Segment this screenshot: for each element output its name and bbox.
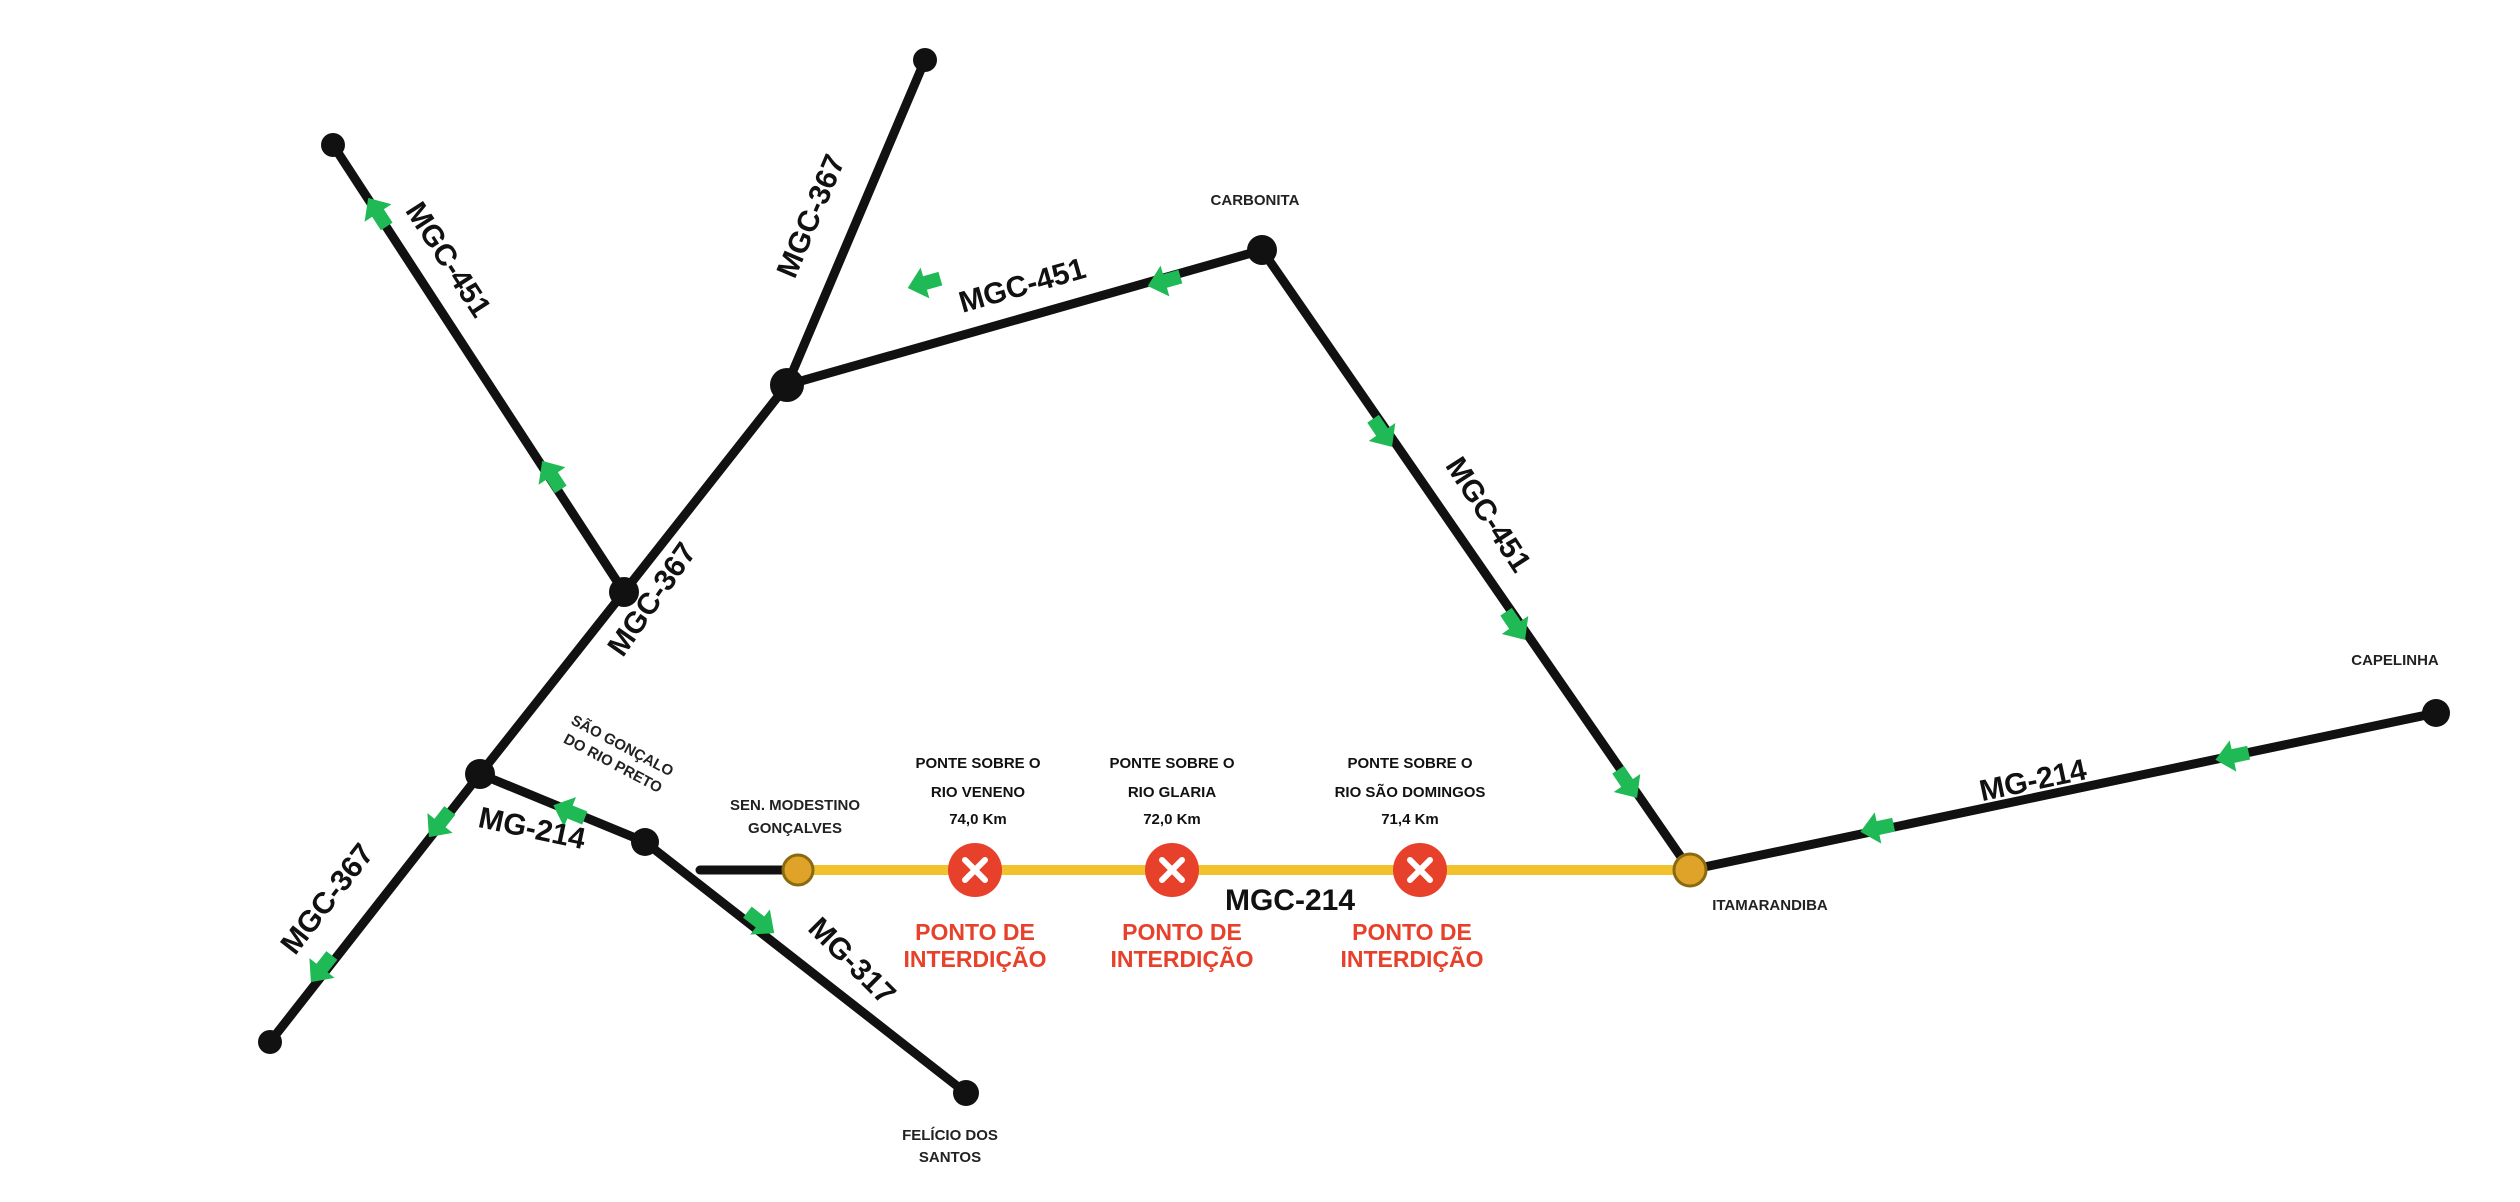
junction bbox=[465, 759, 495, 789]
nodes bbox=[258, 48, 2450, 1106]
closure-label: PONTO DE bbox=[915, 919, 1035, 945]
detour-arrows bbox=[309, 197, 2251, 983]
sen-modestino-node bbox=[781, 853, 815, 887]
bridge-label: 72,0 Km bbox=[1143, 811, 1201, 828]
endpoint bbox=[913, 48, 937, 72]
green-arrow-icon bbox=[1612, 765, 1641, 798]
endpoint bbox=[258, 1030, 282, 1054]
city-labels: CARBONITA CAPELINHA ITAMARANDIBA SÃO GON… bbox=[561, 192, 2439, 1166]
bridge-label: PONTE SOBRE O bbox=[1347, 755, 1472, 772]
bridge-labels: PONTE SOBRE O RIO VENENO 74,0 Km PONTE S… bbox=[915, 755, 1485, 828]
x-circle-icon bbox=[1393, 843, 1447, 897]
closure-label: INTERDIÇÃO bbox=[1110, 945, 1253, 972]
green-arrow-icon bbox=[1147, 265, 1183, 297]
bridge-label: RIO VENENO bbox=[931, 784, 1026, 801]
closure-label: INTERDIÇÃO bbox=[1340, 945, 1483, 972]
road-label: MGC-367 bbox=[274, 838, 380, 961]
junction bbox=[770, 368, 804, 402]
green-arrow-icon bbox=[2215, 740, 2251, 772]
city-label-sen-modestino: GONÇALVES bbox=[748, 820, 842, 837]
closure-label: PONTO DE bbox=[1122, 919, 1242, 945]
bridge-label: RIO GLARIA bbox=[1128, 784, 1216, 801]
closure-label: INTERDIÇÃO bbox=[903, 945, 1046, 972]
carbonita-node bbox=[1247, 235, 1277, 265]
road-mg214-east bbox=[1685, 708, 2441, 875]
closure-labels: PONTO DE INTERDIÇÃO PONTO DE INTERDIÇÃO … bbox=[903, 919, 1483, 972]
green-arrow-icon bbox=[1860, 812, 1896, 844]
city-label-capelinha: CAPELINHA bbox=[2351, 652, 2439, 669]
green-arrow-icon bbox=[364, 197, 393, 231]
bridge-label: 74,0 Km bbox=[949, 811, 1007, 828]
green-arrow-icon bbox=[1367, 414, 1396, 447]
x-circle-icon bbox=[948, 843, 1002, 897]
road-mgc451-north bbox=[782, 245, 1267, 390]
green-arrow-icon bbox=[553, 797, 588, 827]
capelinha-node bbox=[2422, 699, 2450, 727]
green-arrow-icon bbox=[743, 906, 775, 935]
green-arrow-icon bbox=[309, 951, 338, 983]
road-mgc367-north bbox=[782, 55, 930, 390]
x-circle-icon bbox=[1145, 843, 1199, 897]
junction bbox=[609, 577, 639, 607]
roads bbox=[265, 55, 2441, 1098]
road-label: MGC-214 bbox=[1225, 884, 1355, 917]
closure-label: PONTO DE bbox=[1352, 919, 1472, 945]
green-arrow-icon bbox=[538, 460, 567, 494]
bridge-label: RIO SÃO DOMINGOS bbox=[1335, 783, 1486, 801]
road-label: MGC-451 bbox=[399, 196, 498, 323]
green-arrow-icon bbox=[907, 267, 943, 299]
bridge-label: 71,4 Km bbox=[1381, 811, 1439, 828]
road-mg317 bbox=[640, 837, 971, 1098]
city-label-felicio: SANTOS bbox=[919, 1149, 981, 1166]
itamarandiba-node bbox=[1672, 852, 1708, 888]
felicio-node bbox=[953, 1080, 979, 1106]
city-label-itamarandiba: ITAMARANDIBA bbox=[1712, 897, 1828, 914]
city-label-sen-modestino: SEN. MODESTINO bbox=[730, 797, 860, 814]
green-arrow-icon bbox=[1500, 607, 1529, 640]
city-label-felicio: FELÍCIO DOS bbox=[902, 1127, 998, 1144]
sao-goncalo-node bbox=[631, 828, 659, 856]
road-label: MGC-451 bbox=[955, 252, 1089, 320]
road-mgc367-south bbox=[475, 587, 629, 779]
closure-points bbox=[948, 843, 1447, 897]
road-label: MGC-451 bbox=[1439, 451, 1538, 578]
green-arrow-icon bbox=[427, 806, 456, 838]
endpoint bbox=[321, 133, 345, 157]
road-mgc451-east bbox=[1257, 245, 1695, 875]
road-label: MG-317 bbox=[802, 911, 902, 1011]
bridge-label: PONTE SOBRE O bbox=[915, 755, 1040, 772]
city-label-carbonita: CARBONITA bbox=[1211, 192, 1300, 209]
bridge-label: PONTE SOBRE O bbox=[1109, 755, 1234, 772]
road-mgc367-center bbox=[619, 380, 792, 597]
